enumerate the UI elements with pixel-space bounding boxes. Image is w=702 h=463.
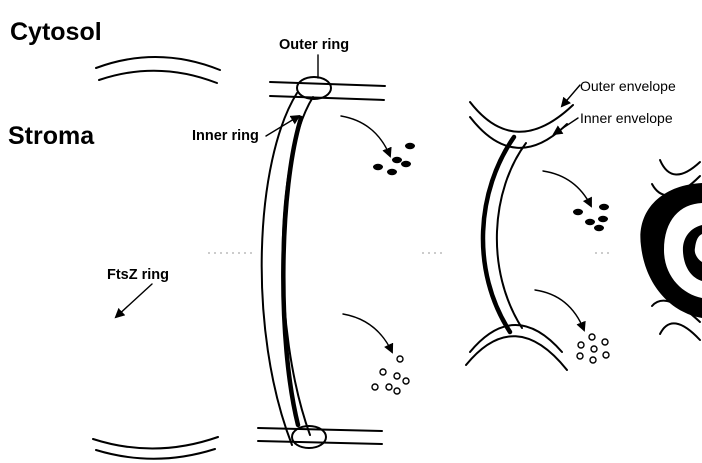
ftsz-ring-label: FtsZ ring (107, 267, 169, 283)
particle (573, 209, 583, 215)
particle (392, 157, 402, 163)
particle (589, 334, 595, 340)
particle (405, 143, 415, 149)
envelope-top-outer-arc (96, 57, 220, 70)
open-particle-cluster-2 (577, 334, 609, 363)
stage4-bottom-envelope-2 (660, 323, 700, 340)
particle (577, 353, 583, 359)
dark-particle-cluster-2 (573, 204, 609, 231)
outer-ring-top-ellipse (297, 77, 331, 99)
outer-envelope-label: Outer envelope (580, 78, 676, 94)
particle (578, 342, 584, 348)
particle (590, 357, 596, 363)
stage3-outer-ring-edge (497, 143, 526, 328)
release-arrow-open-particles (343, 314, 392, 352)
particle (394, 388, 400, 394)
envelope-top-inner-arc (99, 71, 217, 83)
particle (373, 164, 383, 170)
envelope-bottom-outer-arc (93, 437, 218, 449)
bottom-envelope-line-2 (258, 441, 382, 444)
particle (380, 369, 386, 375)
particle (591, 346, 597, 352)
particle (401, 161, 411, 167)
release-arrow-open-particles-2 (535, 290, 584, 330)
stage4-inner-ring (683, 225, 702, 281)
particle (594, 225, 604, 231)
open-particle-cluster-1 (372, 356, 409, 394)
inner-ring-band (283, 118, 301, 425)
particle (598, 216, 608, 222)
top-envelope-line-2 (270, 96, 384, 100)
inner-envelope-pointer-arrow (554, 118, 578, 134)
inner-ring-pointer-arrow (266, 116, 299, 136)
particle (403, 378, 409, 384)
particle (397, 356, 403, 362)
stage-3-constriction (466, 85, 612, 370)
release-arrow-dark-particles (341, 116, 390, 156)
inner-envelope-label: Inner envelope (580, 110, 673, 126)
inner-ring-label: Inner ring (192, 128, 259, 144)
particle (585, 219, 595, 225)
particle (599, 204, 609, 210)
release-arrow-dark-particles-2 (543, 171, 591, 206)
stage4-top-envelope-1 (660, 160, 700, 175)
particle (603, 352, 609, 358)
stage-4-late-division (640, 160, 702, 340)
dark-particle-cluster-1 (373, 143, 415, 175)
outer-ring-right-edge (283, 97, 313, 435)
particle (602, 339, 608, 345)
outer-ring-label: Outer ring (279, 37, 349, 53)
ftsz-ring-pointer-arrow (116, 284, 152, 317)
particle (394, 373, 400, 379)
particle (387, 169, 397, 175)
stage-1-envelope (93, 57, 255, 459)
envelope-bottom-inner-arc (96, 449, 215, 459)
stage3-top-outer-envelope (470, 102, 573, 132)
stage-2-rings (258, 55, 445, 448)
stroma-label: Stroma (8, 122, 95, 150)
cytosol-label: Cytosol (10, 18, 102, 46)
particle (386, 384, 392, 390)
outer-envelope-pointer-arrow (562, 85, 580, 106)
particle (372, 384, 378, 390)
